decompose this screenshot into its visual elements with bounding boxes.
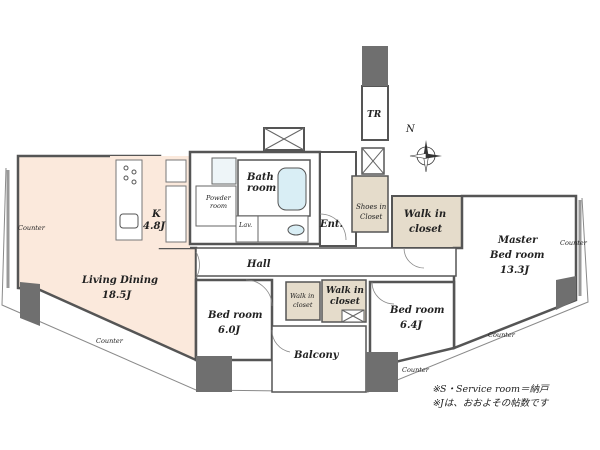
- walkin-master-area: [391, 195, 463, 249]
- counter-label-left: Counter: [18, 224, 46, 232]
- walkin-master-label-2: closet: [409, 224, 443, 235]
- bath-label: Bath: [246, 172, 274, 183]
- column-top: [362, 46, 388, 86]
- bathtub: [277, 167, 307, 211]
- counter-label-right: Counter: [560, 239, 588, 247]
- living-dining-size: 18.5J: [102, 290, 132, 301]
- master-size: 13.3J: [500, 265, 530, 276]
- shoes-label: Shoes in: [356, 203, 387, 211]
- living-dining-label: Living Dining: [81, 275, 158, 286]
- kitchen-label: K: [151, 209, 162, 220]
- tr-room: [361, 85, 389, 141]
- note-tatami-unit: ※Jは、おおよその帖数です: [432, 398, 549, 409]
- pillar-bottom-left: [196, 356, 232, 392]
- tr-label: TR: [367, 110, 382, 120]
- pillar-bottom-right: [366, 352, 398, 392]
- walkin-mid-label-2: closet: [330, 297, 361, 307]
- hall-label: Hall: [246, 259, 271, 270]
- walkin-mid-label: Walk in: [326, 286, 364, 296]
- counter-label-bottom-right: Counter: [488, 331, 516, 339]
- bath-label-2: room: [247, 183, 276, 194]
- walkin-small-area: [285, 281, 321, 321]
- bedroom1-label: Bed room: [207, 310, 262, 321]
- shoes-label-2: Closet: [360, 213, 383, 221]
- fridge-space: [165, 159, 187, 183]
- balcony-label: Balcony: [293, 350, 340, 361]
- pillar-right: [556, 276, 576, 310]
- walkin-small-label-2: closet: [293, 301, 313, 309]
- master-label: Master: [497, 235, 538, 246]
- shoes-closet-area: [351, 175, 389, 233]
- master-label-2: Bed room: [489, 250, 544, 261]
- counter-label-bottom-mid: Counter: [402, 366, 430, 374]
- compass-icon: [409, 140, 442, 173]
- kitchen-size: 4.8J: [143, 221, 166, 232]
- hall-area: [195, 247, 457, 277]
- pillar-left: [20, 282, 40, 326]
- lav-label: Lav.: [238, 221, 252, 229]
- walkin-master-label: Walk in: [404, 209, 446, 220]
- bedroom2-label: Bed room: [389, 305, 444, 316]
- compass-label: N: [405, 124, 416, 135]
- powder-label: Powder: [205, 194, 232, 202]
- entrance-area: [319, 151, 357, 247]
- powder-room-area: [195, 185, 237, 227]
- toilet-fixture: [287, 224, 305, 236]
- powder-label-2: room: [210, 202, 227, 210]
- balcony-area: [271, 325, 367, 393]
- bedroom1-size: 6.0J: [218, 325, 241, 336]
- walkin-small-label: Walk in: [290, 292, 314, 300]
- counter-label-bottom-left: Counter: [96, 337, 124, 345]
- lav-area: [235, 215, 259, 243]
- kitchen-back-counter: [165, 185, 187, 243]
- note-service-room: ※S・Service room＝納戸: [432, 384, 549, 395]
- bedroom2-size: 6.4J: [400, 320, 423, 331]
- entrance-label: Ent.: [319, 219, 343, 230]
- shower-area: [211, 157, 237, 185]
